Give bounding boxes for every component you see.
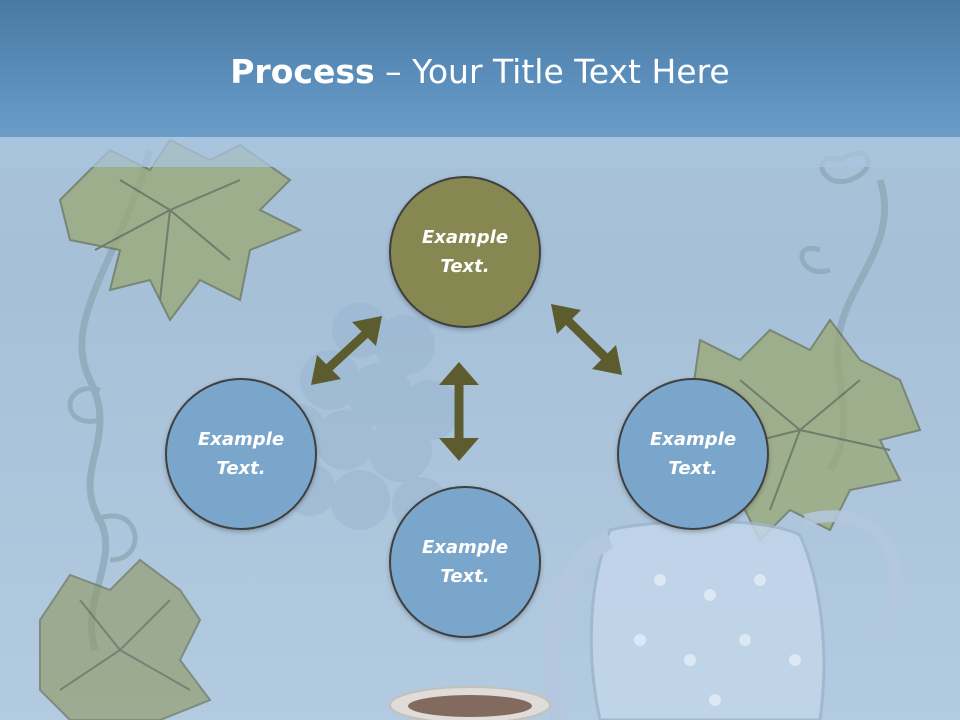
node-label-line2: Text. (440, 566, 490, 587)
title-band (0, 137, 960, 167)
title-bold-text: Process (230, 52, 375, 91)
process-node-bottom[interactable]: Example Text. (389, 486, 541, 638)
node-label-line2: Text. (216, 458, 266, 479)
slide-title: Process – Your Title Text Here (0, 52, 960, 91)
process-node-top[interactable]: Example Text. (389, 176, 541, 328)
node-label-line1: Example (421, 227, 509, 248)
node-label-line1: Example (197, 429, 285, 450)
teacup-illustration (389, 686, 551, 720)
vine-left-illustration (67, 149, 154, 652)
node-label-line2: Text. (440, 256, 490, 277)
node-label-line1: Example (649, 429, 737, 450)
node-label-line2: Text. (668, 458, 718, 479)
process-node-right[interactable]: Example Text. (617, 378, 769, 530)
node-label-line1: Example (421, 537, 509, 558)
double-arrow-top-left (311, 316, 382, 385)
process-node-left[interactable]: Example Text. (165, 378, 317, 530)
title-bar (0, 0, 960, 137)
double-arrow-vertical (439, 362, 479, 461)
double-arrow-top-right (551, 304, 622, 375)
leaf-bottom-left-illustration (39, 558, 212, 720)
title-rest-text: – Your Title Text Here (374, 52, 730, 91)
